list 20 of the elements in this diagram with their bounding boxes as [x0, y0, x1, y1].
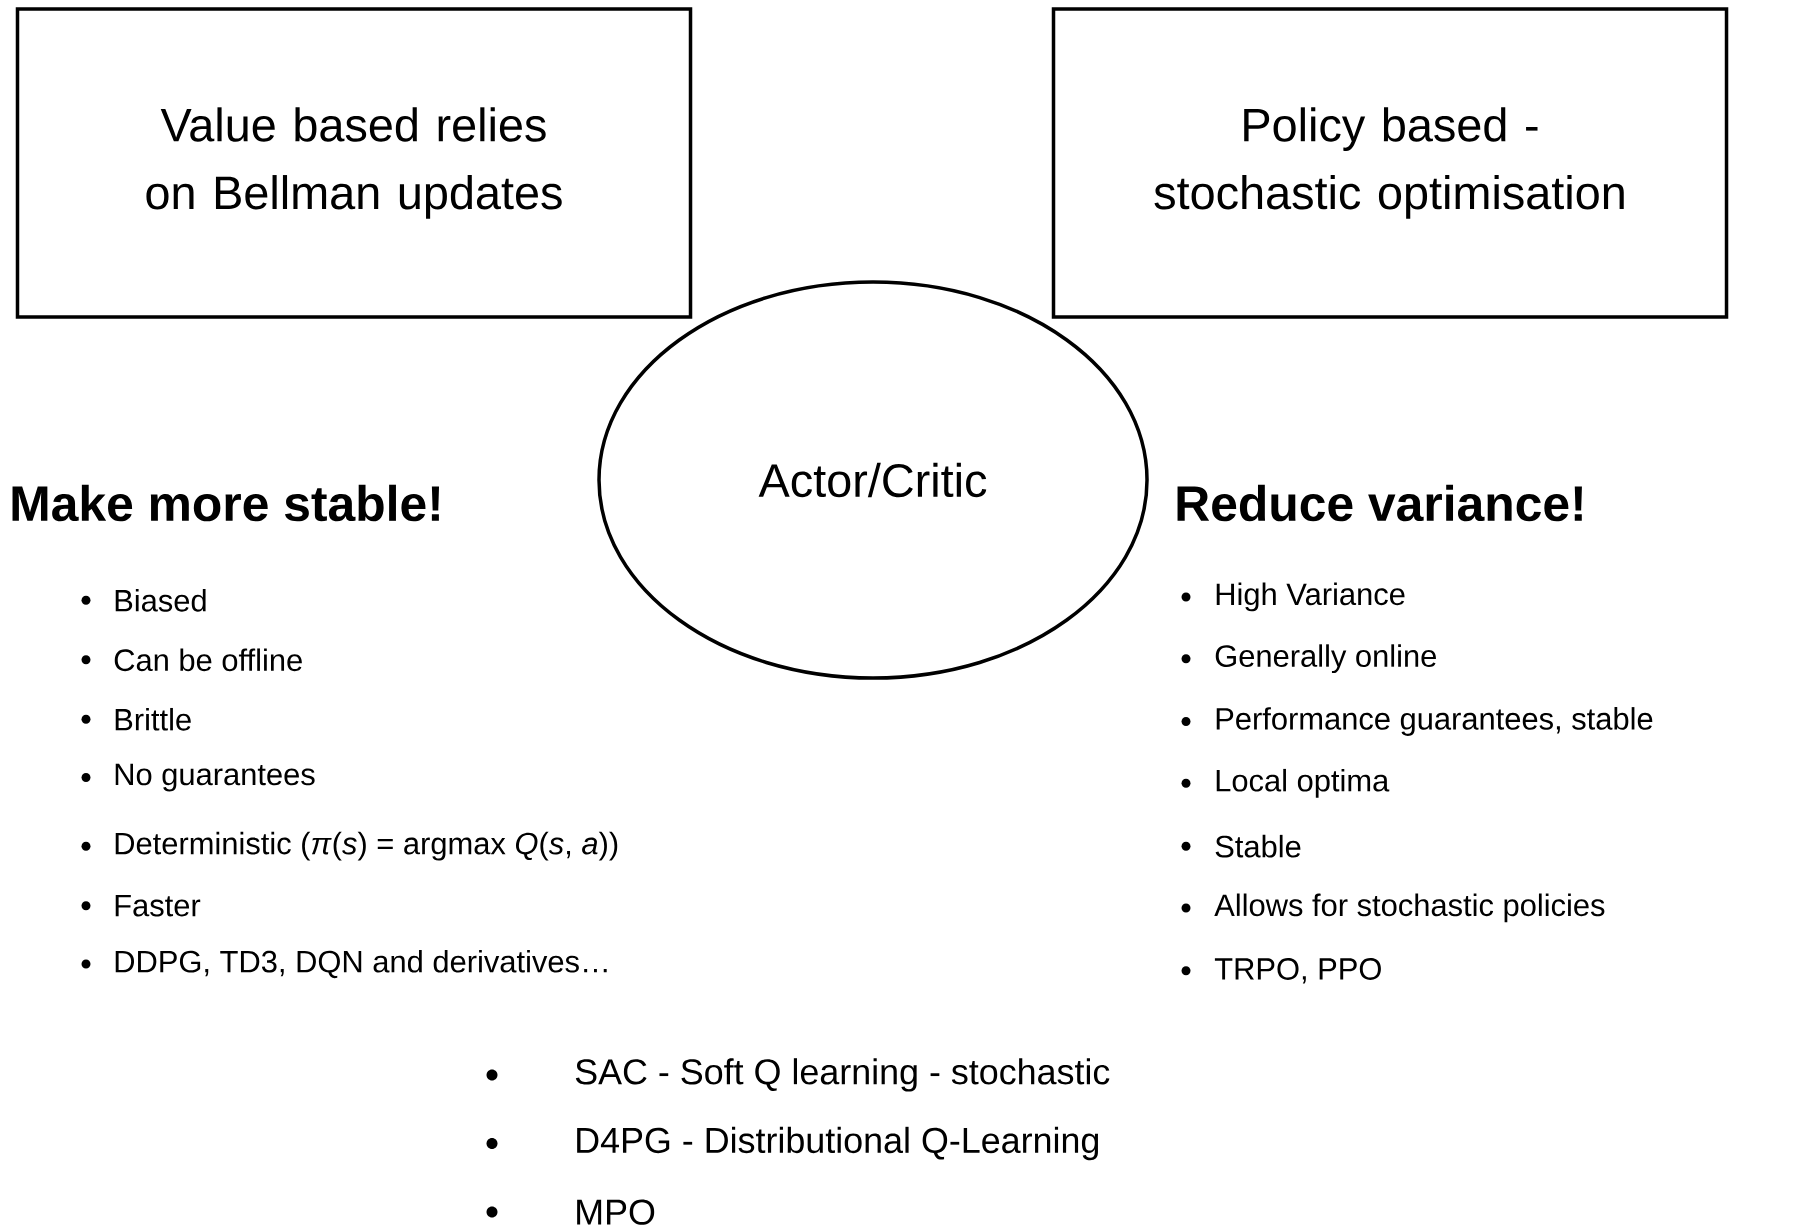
- text-box: Value based relies on Bellman updates: [15, 7, 693, 319]
- list-item: Brittle: [115, 707, 191, 731]
- text-box: Policy based - stochastic optimisation: [1051, 7, 1729, 319]
- list-item: TRPO, PPO: [1214, 958, 1381, 984]
- list-item: D4PG - Distributional Q-Learning: [577, 1126, 1099, 1161]
- list-item: SAC - Soft Q learning - stochastic: [575, 1058, 1110, 1092]
- list-item: DDPG, TD3, DQN and derivatives…: [115, 949, 607, 979]
- list-item: Local optima: [1216, 768, 1390, 798]
- list-item: Deterministic (π(s) = argmax Q(s, a)): [115, 831, 618, 861]
- list-item: Biased: [115, 588, 206, 612]
- list-item: Can be offline: [114, 648, 302, 672]
- list-item: Allows for stochastic policies: [1214, 893, 1605, 923]
- heading: Make more stable!: [12, 484, 440, 522]
- list-item: Faster: [115, 894, 201, 917]
- list-item: Generally online: [1215, 644, 1436, 674]
- list-item: High Variance: [1216, 582, 1405, 612]
- list-item: No guarantees: [115, 763, 315, 792]
- list-item: Performance guarantees, stable: [1216, 707, 1653, 736]
- list-item: Stable: [1215, 834, 1301, 858]
- list-item: MPO: [577, 1199, 655, 1225]
